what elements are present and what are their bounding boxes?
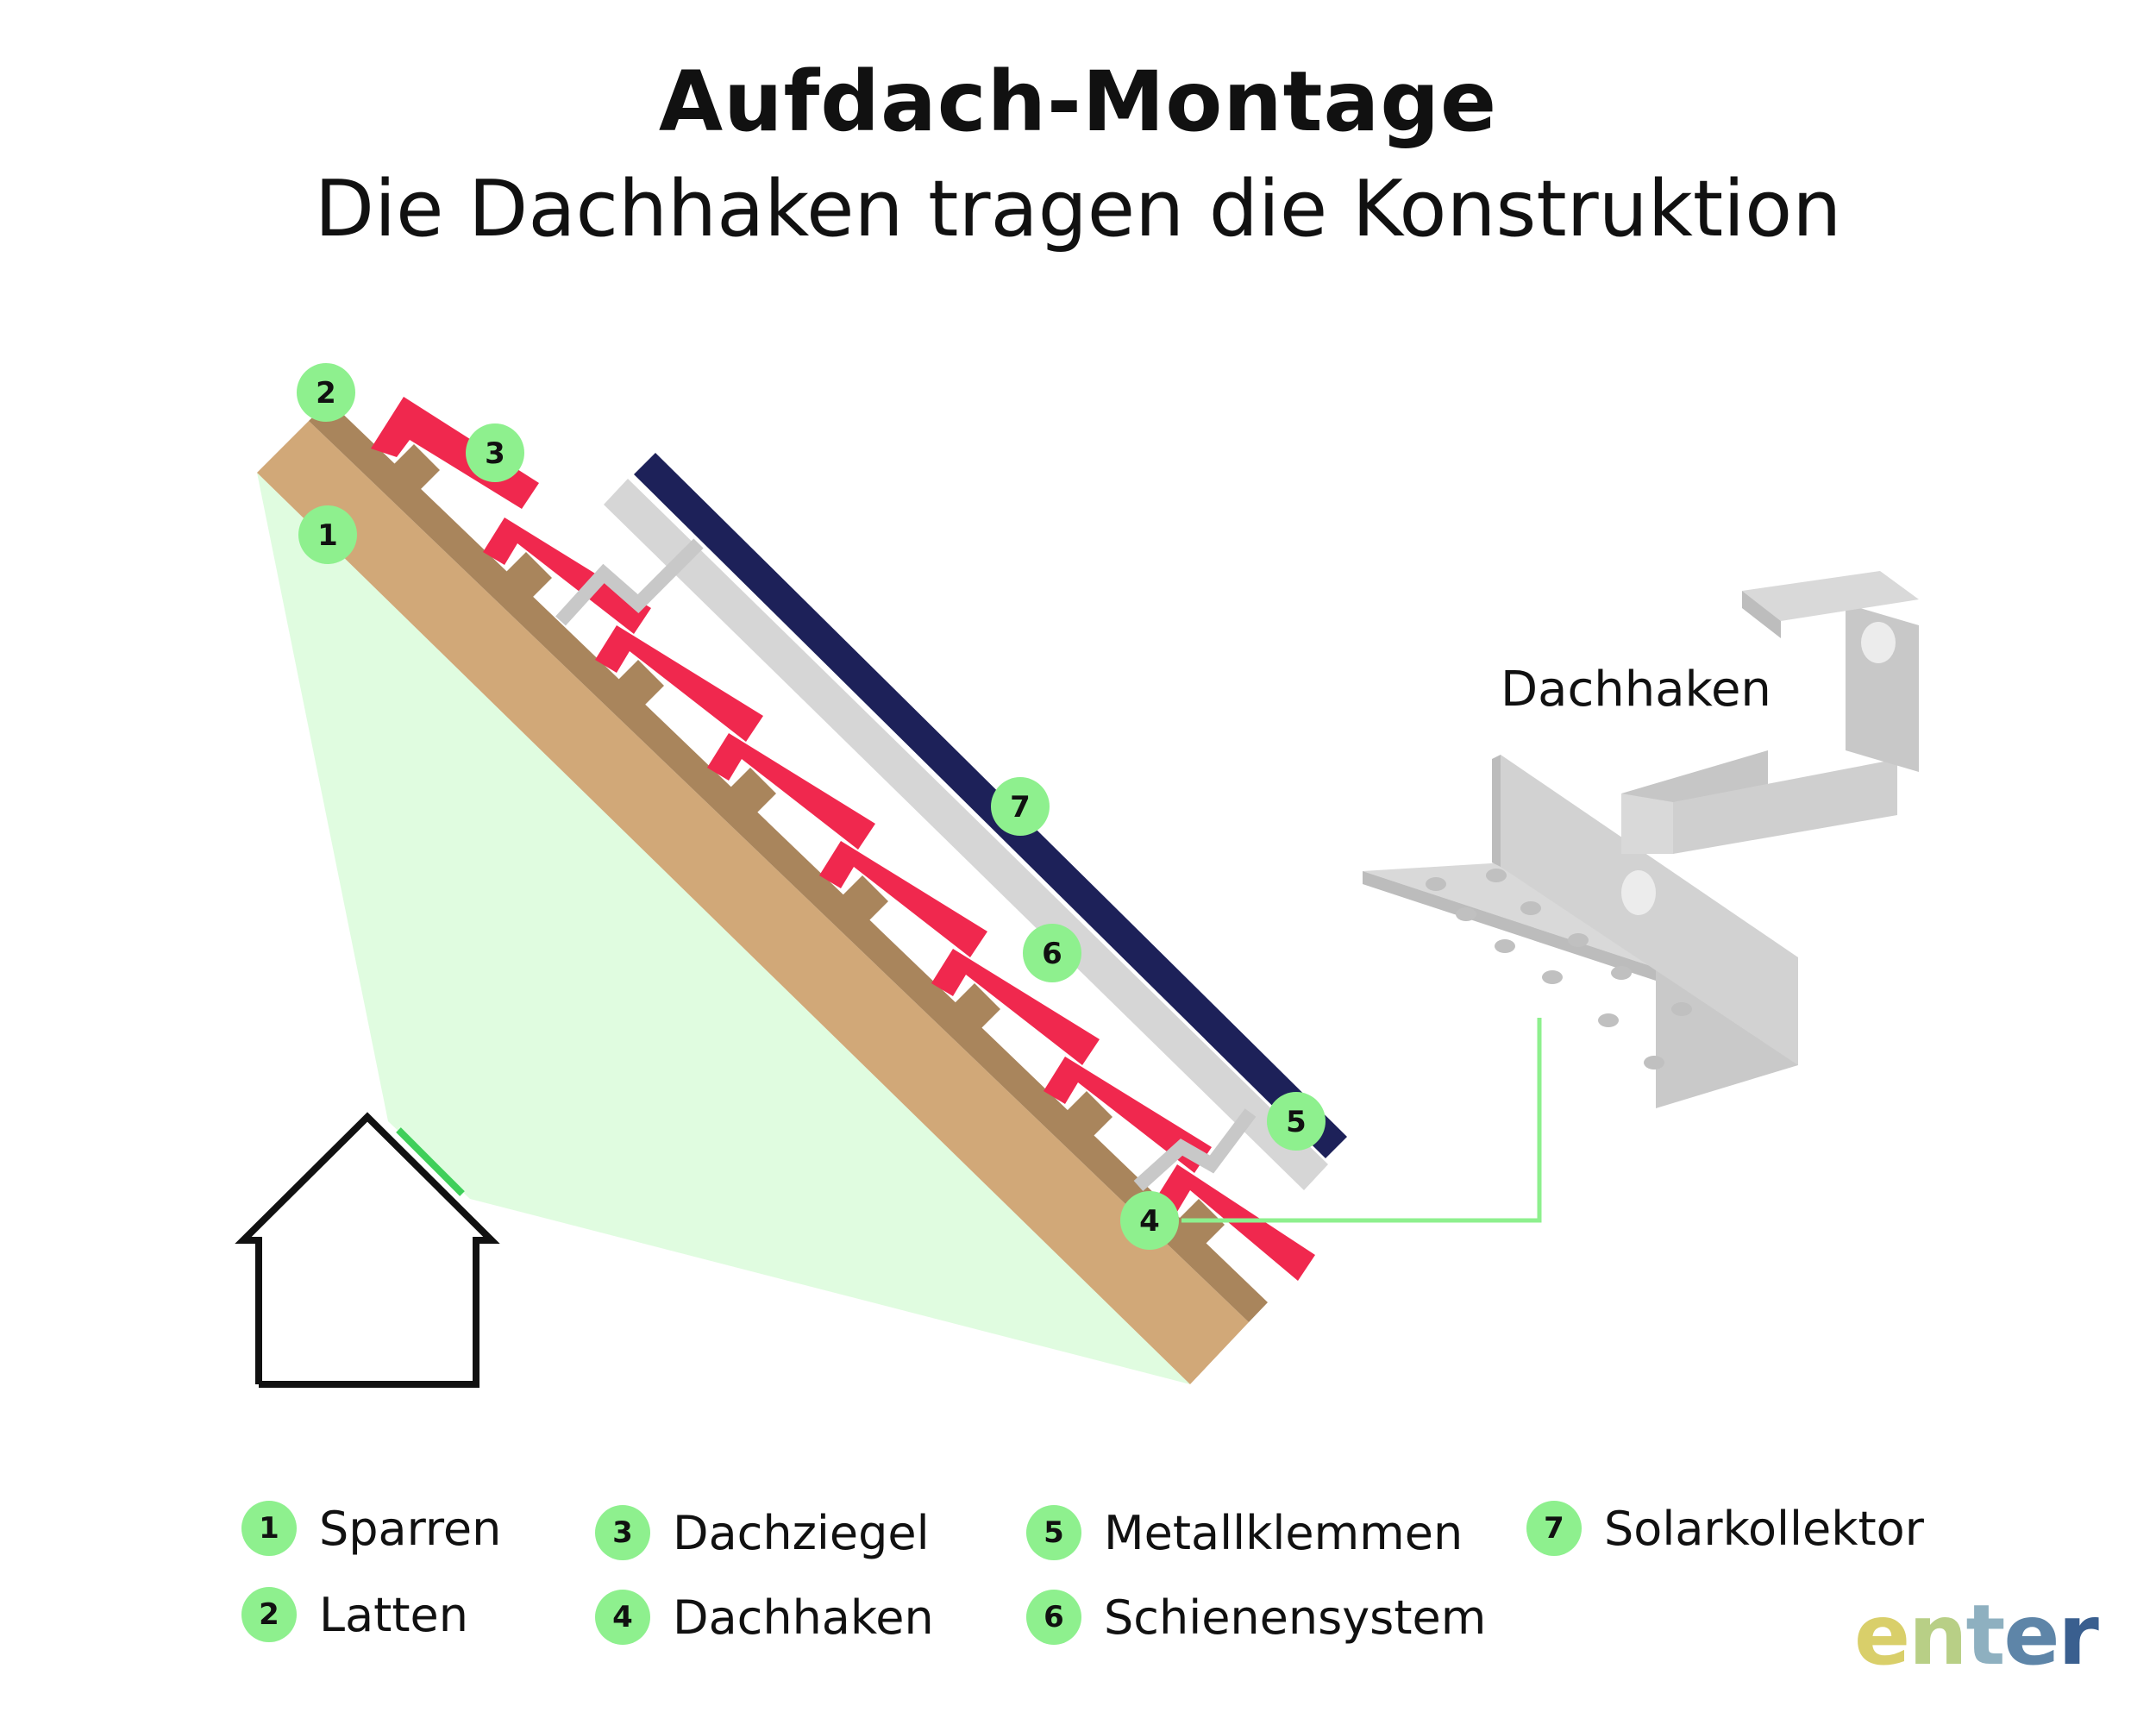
- callout-line: [1181, 1018, 1542, 1223]
- legend-label: Solarkollektor: [1604, 1501, 1924, 1556]
- svg-text:4: 4: [1139, 1204, 1160, 1239]
- legend-label: Latten: [319, 1587, 468, 1642]
- legend-badge: 7: [1526, 1501, 1582, 1556]
- legend-badge: 5: [1026, 1505, 1081, 1560]
- legend-label: Metallklemmen: [1104, 1505, 1463, 1560]
- svg-text:1: 1: [317, 518, 338, 553]
- marker-7: 7: [991, 777, 1050, 836]
- legend-item-solarkollektor: 7 Solarkollektor: [1526, 1501, 1924, 1556]
- metal-clamps: [555, 538, 1257, 1191]
- house-icon: [235, 1112, 500, 1388]
- legend-badge: 4: [595, 1590, 650, 1645]
- svg-text:2: 2: [316, 376, 336, 411]
- legend-item-latten: 2 Latten: [241, 1587, 468, 1642]
- legend-badge: 1: [241, 1501, 297, 1556]
- svg-text:7: 7: [1010, 790, 1031, 825]
- legend-item-dachziegel: 3 Dachziegel: [595, 1505, 930, 1560]
- legend-item-metallklemmen: 5 Metallklemmen: [1026, 1505, 1463, 1560]
- house-roof-highlight: [396, 1127, 465, 1196]
- rail-system: [604, 479, 1328, 1190]
- svg-text:5: 5: [1286, 1105, 1307, 1139]
- legend-label: Dachziegel: [673, 1505, 930, 1560]
- svg-text:3: 3: [485, 436, 505, 471]
- legend-item-dachhaken: 4 Dachhaken: [595, 1590, 934, 1645]
- legend-label: Dachhaken: [673, 1590, 934, 1645]
- legend-item-sparren: 1 Sparren: [241, 1501, 501, 1556]
- legend-label: Schienensystem: [1104, 1590, 1487, 1645]
- marker-5: 5: [1267, 1092, 1326, 1151]
- legend-item-schienensystem: 6 Schienensystem: [1026, 1590, 1486, 1645]
- roof-hook-icon: [1363, 571, 1919, 1108]
- rafter: [257, 421, 1249, 1384]
- svg-text:6: 6: [1042, 937, 1062, 971]
- page-subtitle: Die Dachhaken tragen die Konstruktion: [314, 164, 1842, 254]
- legend-badge: 2: [241, 1587, 297, 1642]
- legend-badge: 3: [595, 1505, 650, 1560]
- marker-6: 6: [1023, 924, 1081, 982]
- solar-panel: [634, 453, 1347, 1158]
- marker-4: 4: [1120, 1191, 1179, 1250]
- legend-badge: 6: [1026, 1590, 1081, 1645]
- enter-logo: enter: [1854, 1587, 2099, 1684]
- page-title: Aufdach-Montage: [658, 53, 1498, 150]
- batten-strip: [309, 401, 1268, 1322]
- batten-pegs: [392, 444, 1225, 1246]
- marker-3: 3: [466, 423, 524, 482]
- marker-2: 2: [297, 363, 355, 422]
- legend-label: Sparren: [319, 1501, 502, 1556]
- callout-label: Dachhaken: [1501, 662, 1771, 718]
- marker-1: 1: [298, 505, 357, 564]
